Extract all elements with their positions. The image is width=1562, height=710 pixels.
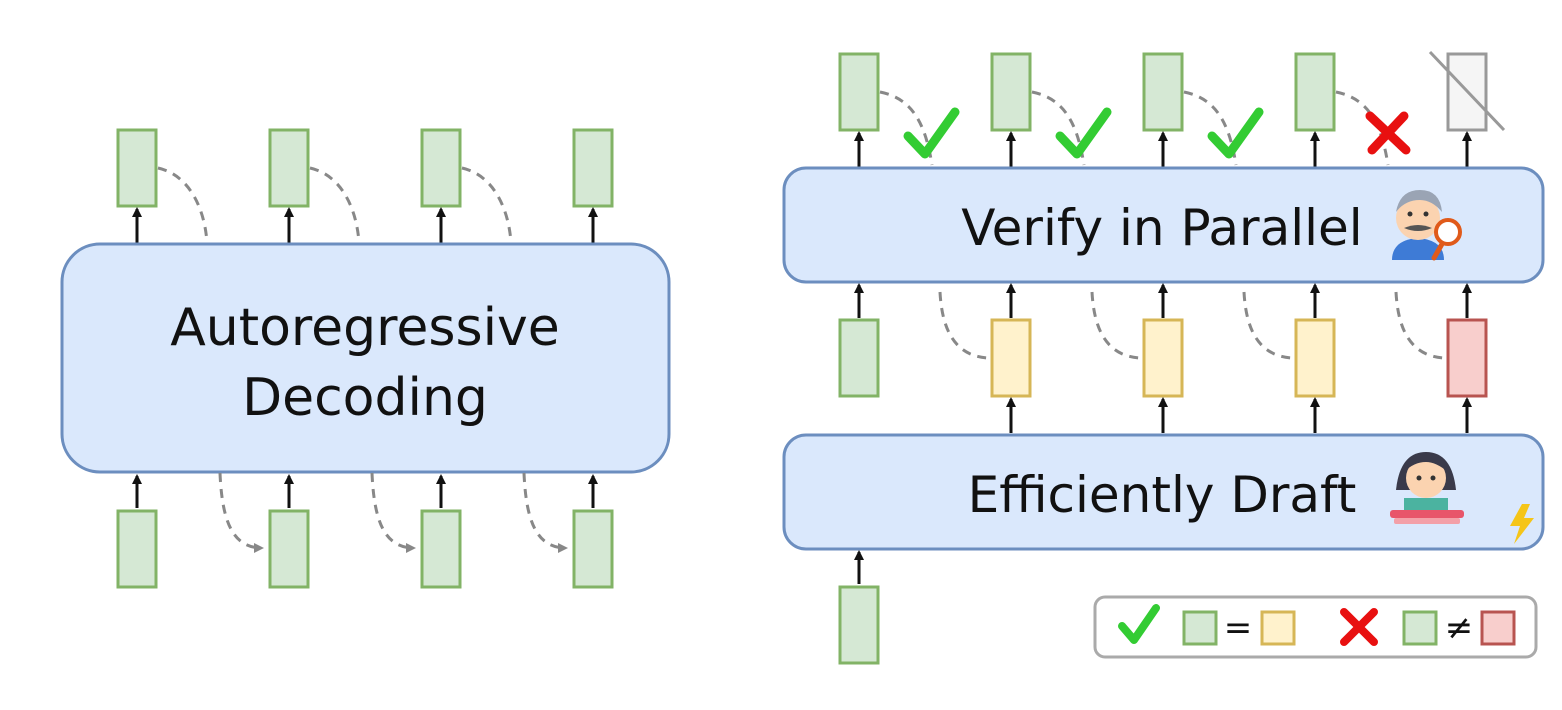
draft-curve [938,291,989,360]
lightning-icon [1510,504,1534,544]
draft-token-rejected [1446,318,1488,398]
check-icon [903,107,960,159]
discarded-token-strike [1428,50,1506,132]
autoregressive-panel: Autoregressive Decoding [60,128,671,589]
verify-compare-curve [1335,90,1390,166]
verified-token-4 [1294,52,1336,132]
legend-yellow-token [1260,610,1296,646]
legend-green-token-2 [1402,610,1438,646]
ar-input-token-1 [116,509,158,589]
legend-not-equal: ≠ [1445,608,1474,648]
verified-token-3 [1142,52,1184,132]
legend-cross-icon [1340,608,1378,646]
cross-icon [1365,111,1411,155]
draft-label: Efficiently Draft [968,466,1357,524]
legend-green-token [1182,610,1218,646]
context-token [838,318,880,398]
ar-output-token-2 [268,128,310,208]
legend-check-icon [1118,604,1160,644]
draft-block [782,433,1545,551]
draft-token-3 [1294,318,1336,398]
ar-next-input-curve [522,472,568,553]
drafter-avatar-icon [1390,452,1464,524]
ar-output-token-1 [116,128,158,208]
ar-output-token-4 [572,128,614,208]
legend-equals: = [1224,608,1253,648]
check-icon [1055,107,1112,159]
ar-input-token-2 [268,509,310,589]
verify-block [782,166,1545,284]
ar-output-token-3 [420,128,462,208]
draft-token-2 [1142,318,1184,398]
legend: = ≠ [1093,595,1538,659]
ar-input-token-3 [420,509,462,589]
ar-next-input-curve [370,472,416,553]
legend-red-token [1480,610,1516,646]
ar-feedback-curve [309,166,361,244]
draft-curve [1090,291,1141,360]
verified-token-2 [990,52,1032,132]
autoregressive-block [60,242,671,474]
autoregressive-label-line1: Autoregressive [170,298,560,358]
draft-curve [1394,291,1445,360]
speculative-panel: Verify in Parallel [782,50,1545,665]
draft-token-1 [990,318,1032,398]
ar-input-token-4 [572,509,614,589]
draft-curve [1242,291,1293,360]
ar-feedback-curve [157,166,209,244]
autoregressive-label-line2: Decoding [242,368,488,428]
draft-input-token [838,585,880,665]
check-icon [1207,107,1264,159]
verifier-avatar-icon [1392,190,1462,261]
verify-label: Verify in Parallel [961,199,1362,257]
verified-token-1 [838,52,880,132]
ar-feedback-curve [461,166,513,244]
ar-next-input-curve [218,472,264,553]
